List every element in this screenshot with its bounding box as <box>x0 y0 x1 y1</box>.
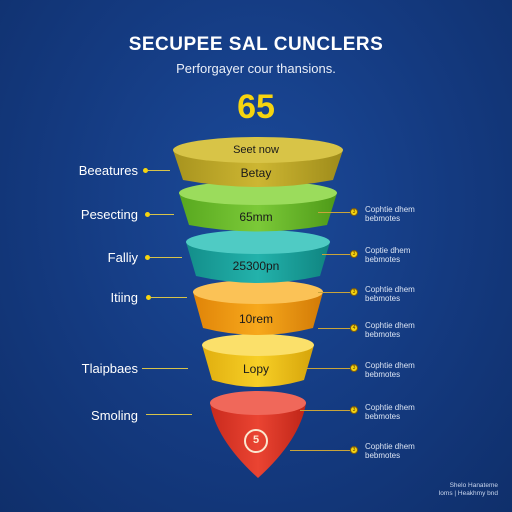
funnel-layer-6 <box>210 391 306 478</box>
connector-dot <box>145 255 150 260</box>
note-1: Cophtie dhem bebmotes <box>365 205 455 223</box>
note-marker-7: 3 <box>350 446 358 454</box>
note-connector <box>306 368 351 369</box>
note-connector <box>290 450 351 451</box>
note-3-line1: Cophtie dhem <box>365 285 415 294</box>
connector-line <box>146 414 192 415</box>
note-marker-5: 3 <box>350 364 358 372</box>
stage-label-1: Beeatures <box>78 163 138 178</box>
connector-line <box>148 170 170 171</box>
stage-label-2: Pesecting <box>80 207 138 222</box>
funnel-subtitle: Perforgayer cour thansions. <box>176 61 336 76</box>
layer-3-text: 25300pn <box>232 259 280 273</box>
note-6-line1: Cophtie dhem <box>365 403 415 412</box>
connector-line <box>142 368 188 369</box>
note-connector <box>322 254 351 255</box>
footer-caption: Shelo Hanateme Ioms | Heakhmy bnd <box>408 482 499 498</box>
layer-2-text: 65mm <box>239 210 273 224</box>
note-marker-3: 3 <box>350 288 358 296</box>
stage-label-5: Tlaipbaes <box>81 361 138 376</box>
funnel-title: SECUPEE SAL CUNCLERS <box>128 34 384 55</box>
connector-line <box>151 297 187 298</box>
note-7-line2: bebmotes <box>365 451 401 460</box>
note-marker-6: 3 <box>350 406 358 414</box>
funnel-layer-2 <box>179 181 337 232</box>
note-connector <box>318 328 351 329</box>
layer-5-text: Lopy <box>242 362 270 376</box>
layer-1-top-text: Seet now <box>233 144 279 156</box>
note-7: Cophtie dhem bebmotes <box>365 442 455 460</box>
funnel-layer-3 <box>186 230 330 283</box>
note-5-line1: Cophtie dhem <box>365 361 415 370</box>
funnel-layer-1 <box>173 137 343 187</box>
connector-line <box>150 257 182 258</box>
stage-label-6: Smoling <box>91 408 138 423</box>
layer-4-text: 10rem <box>238 312 273 326</box>
note-connector <box>300 410 351 411</box>
funnel-layer-4 <box>193 280 323 335</box>
footer-line1: Shelo Hanateme <box>449 482 498 489</box>
footer-line2: Ioms | Heakhmy bnd <box>438 490 499 497</box>
note-2-line2: bebmotes <box>365 255 401 264</box>
note-3: Cophtie dhem bebmotes <box>365 285 455 303</box>
note-2: Coptie dhem bebmotes <box>365 246 455 264</box>
note-3-line2: bebmotes <box>365 294 401 303</box>
connector-dot <box>143 168 148 173</box>
connector-line <box>150 214 174 215</box>
funnel-layer-5 <box>202 334 314 387</box>
note-4-line1: Cophtie dhem <box>365 321 415 330</box>
note-6-line2: bebmotes <box>365 412 401 421</box>
note-4: Cophtie dhem bebmotes <box>365 321 455 339</box>
note-connector <box>318 292 351 293</box>
note-marker-2: 3 <box>350 250 358 258</box>
stage-label-3: Falliy <box>107 250 138 265</box>
note-2-line1: Coptie dhem <box>365 246 411 255</box>
note-1-line1: Cophtie dhem <box>365 205 415 214</box>
note-7-line1: Cophtie dhem <box>365 442 415 451</box>
connector-dot <box>145 212 150 217</box>
note-5-line2: bebmotes <box>365 370 401 379</box>
note-4-line2: bebmotes <box>365 330 401 339</box>
note-1-line2: bebmotes <box>365 214 401 223</box>
note-6: Cophtie dhem bebmotes <box>365 403 455 421</box>
note-connector <box>318 212 351 213</box>
headline-number: 65 <box>237 88 275 126</box>
connector-dot <box>146 295 151 300</box>
refresh-icon <box>244 429 268 453</box>
layer-6-text: 5 <box>252 434 260 446</box>
layer-1-text: Betay <box>240 166 272 180</box>
note-marker-1: 3 <box>350 208 358 216</box>
stage-label-4: Itiing <box>110 290 138 305</box>
note-5: Cophtie dhem bebmotes <box>365 361 455 379</box>
note-marker-4: 4 <box>350 324 358 332</box>
